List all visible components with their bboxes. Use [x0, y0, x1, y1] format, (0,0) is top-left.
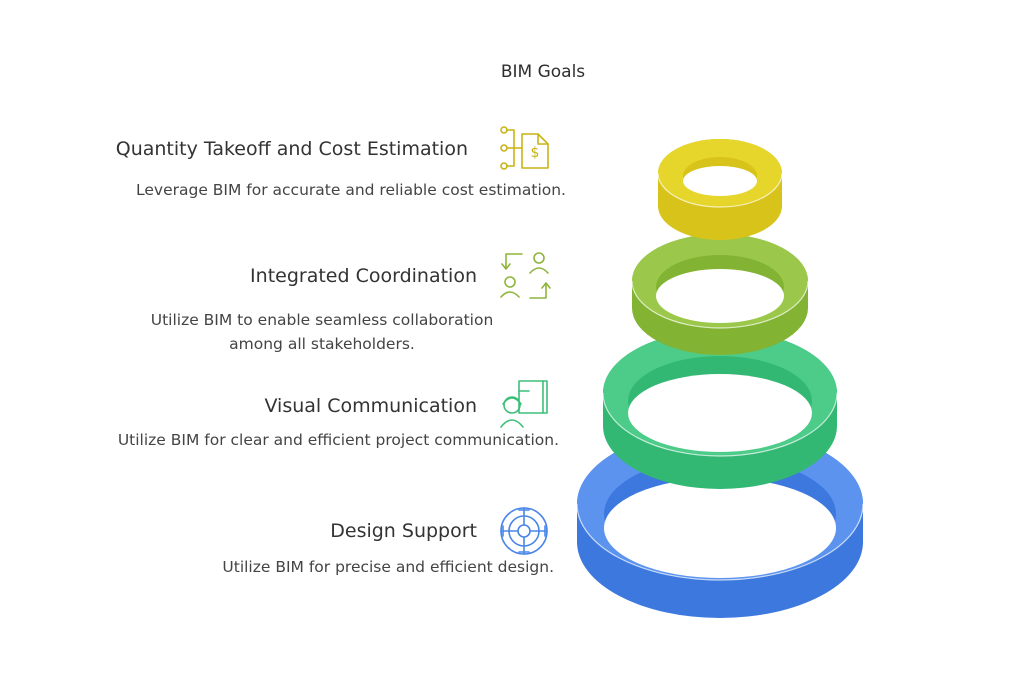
diagram-title: BIM Goals — [500, 62, 586, 82]
ring-integrated-coordination — [631, 234, 809, 355]
goal-description-line: Utilize BIM to enable seamless collabora… — [150, 311, 494, 329]
goal-title-visual-communication: Visual Communication — [264, 395, 477, 417]
ring-cost-estimation — [657, 139, 783, 240]
engineer-blueprint-icon — [500, 380, 548, 428]
goal-description-cost-estimation: Leverage BIM for accurate and reliable c… — [136, 181, 566, 199]
goal-description-design-support: Utilize BIM for precise and efficient de… — [222, 558, 554, 576]
goal-description-line: among all stakeholders. — [229, 335, 415, 353]
cost-document-icon: $ — [500, 126, 549, 170]
goal-title-design-support: Design Support — [330, 520, 477, 542]
goal-title-coordination: Integrated Coordination — [250, 265, 477, 287]
goal-title-cost-estimation: Quantity Takeoff and Cost Estimation — [115, 138, 468, 160]
ring-visual-communication — [602, 330, 838, 489]
target-crosshair-icon — [500, 507, 548, 555]
svg-text:$: $ — [531, 145, 540, 161]
goal-description-visual-communication: Utilize BIM for clear and efficient proj… — [117, 431, 559, 449]
people-exchange-icon — [500, 252, 551, 299]
goal-description-coordination: Utilize BIM to enable seamless collabora… — [122, 308, 522, 356]
